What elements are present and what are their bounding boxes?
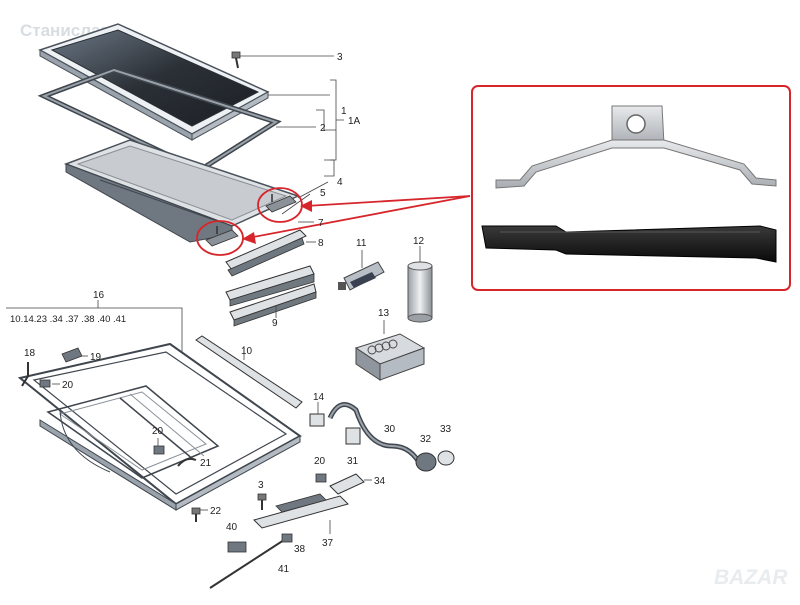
callout-20b: 20 — [152, 426, 164, 437]
callout-8: 8 — [318, 238, 324, 249]
callout-3-lower: 3 — [258, 480, 264, 491]
highlight-circle-lower — [196, 220, 244, 256]
drain-hose-18 — [21, 362, 60, 388]
callout-34: 34 — [374, 476, 386, 487]
clip-19 — [61, 347, 88, 363]
callout-33: 33 — [440, 424, 452, 435]
callout-32: 32 — [420, 434, 432, 445]
small-bracket-lower — [205, 226, 239, 247]
sunroof-frame — [17, 342, 302, 511]
callout-19: 19 — [90, 352, 102, 363]
drain-fitting-14 — [309, 402, 325, 427]
callout-2: 2 — [320, 123, 326, 134]
callout-1a: 1A — [348, 116, 361, 127]
black-rail-icon — [481, 225, 777, 263]
callout-21: 21 — [200, 458, 212, 469]
callout-31: 31 — [347, 456, 359, 467]
guide-rail-9b — [229, 283, 317, 327]
clamp-31 — [345, 427, 361, 445]
header-group-items: 10.14.23 .34 .37 .38 .40 .41 — [10, 314, 126, 325]
photo-inset — [471, 85, 791, 291]
callout-11: 11 — [356, 238, 367, 249]
callout-12: 12 — [413, 236, 425, 247]
clip-40 — [227, 541, 247, 553]
hose-clip-21 — [177, 457, 197, 467]
callout-13: 13 — [378, 308, 390, 319]
grease-tube-icon — [338, 250, 385, 291]
cross-member-10 — [195, 335, 303, 409]
callout-38: 38 — [294, 544, 306, 555]
callout-4: 4 — [337, 177, 343, 188]
drain-hose-30 — [327, 402, 425, 470]
callout-1: 1 — [341, 106, 347, 117]
audi-box-icon — [354, 320, 426, 381]
callout-3: 3 — [337, 52, 343, 63]
callout-41: 41 — [278, 564, 290, 575]
callout-9: 9 — [272, 318, 278, 329]
spray-can-icon — [407, 246, 433, 323]
bolt-icon — [231, 51, 241, 69]
header-group — [6, 300, 183, 352]
metal-bracket-icon — [495, 105, 777, 189]
grommet-20 — [153, 438, 165, 455]
cable-41 — [209, 533, 293, 589]
motor-37 — [253, 493, 349, 534]
callout-20c: 20 — [314, 456, 326, 467]
callout-7: 7 — [318, 218, 324, 229]
callout-22: 22 — [210, 506, 222, 517]
callout-14: 14 — [313, 392, 325, 403]
callout-10: 10 — [241, 346, 253, 357]
callout-30: 30 — [384, 424, 396, 435]
guide-rail-8 — [225, 229, 316, 277]
callout-40: 40 — [226, 522, 238, 533]
pointer-arrows — [242, 195, 471, 244]
callout-37: 37 — [322, 538, 334, 549]
callout-5: 5 — [320, 188, 326, 199]
small-bracket-upper — [265, 194, 297, 213]
bracket-34 — [329, 473, 372, 495]
grommet-20-lower — [315, 473, 327, 483]
guide-rail-9a — [225, 265, 315, 307]
callout-lines-top — [240, 55, 344, 223]
callout-20a: 20 — [62, 380, 74, 391]
sunshade-panel — [63, 139, 301, 243]
screw-22 — [191, 507, 208, 522]
header-group-label: 16 — [93, 290, 105, 301]
callout-18: 18 — [24, 348, 36, 359]
screw-3-lower — [257, 493, 267, 510]
valve-32 — [415, 452, 437, 472]
cap-33 — [437, 450, 455, 466]
brand-logo: BAZAR — [714, 566, 788, 589]
